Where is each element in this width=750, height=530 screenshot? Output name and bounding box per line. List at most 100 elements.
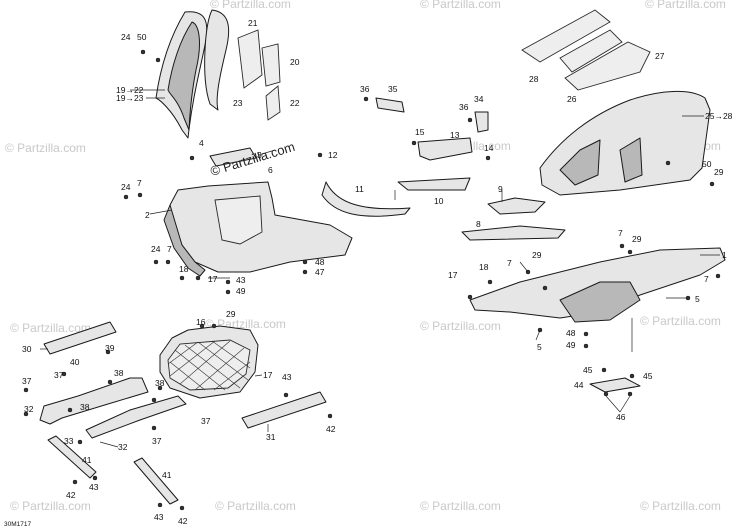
rail-31 <box>241 391 327 429</box>
bolt-icon <box>225 279 231 285</box>
callout-43: 43 <box>154 512 164 522</box>
bolt-icon <box>211 323 217 329</box>
front-grille-group <box>159 323 259 399</box>
bracket-group <box>363 96 566 241</box>
bolt-icon <box>302 269 308 275</box>
callout-50: 50 <box>702 159 712 169</box>
bolt-icon <box>140 49 146 55</box>
bolt-icon <box>151 397 157 403</box>
callout-48: 48 <box>566 328 576 338</box>
callout-7: 7 <box>704 274 709 284</box>
support-41a <box>47 435 97 479</box>
watermark-faint: © Partzilla.com <box>640 499 721 513</box>
leader-lines <box>40 115 720 448</box>
watermark-faint: © Partzilla.com <box>420 0 501 11</box>
rear-side-panel-group <box>521 9 715 196</box>
callout-21: 21 <box>248 18 258 28</box>
callout-30: 30 <box>22 344 32 354</box>
bolt-icon <box>327 413 333 419</box>
side-panel-group <box>130 9 281 139</box>
callout-34: 34 <box>474 94 484 104</box>
bracket-9 <box>487 197 546 215</box>
callout-43: 43 <box>282 372 292 382</box>
callout-35: 35 <box>388 84 398 94</box>
bolt-icon <box>72 479 78 485</box>
decal-20 <box>261 43 281 87</box>
bolt-icon <box>627 249 633 255</box>
callout-16: 16 <box>196 317 206 327</box>
callout-38: 38 <box>114 368 124 378</box>
bolt-icon <box>467 117 473 123</box>
callout-3: 3 <box>257 150 262 160</box>
fender-11 <box>321 181 411 217</box>
bolt-icon <box>467 294 473 300</box>
bolt-icon <box>709 181 715 187</box>
watermark-faint: © Partzilla.com <box>645 0 726 11</box>
callout-46: 46 <box>616 412 626 422</box>
bracket-35 <box>375 97 405 113</box>
watermark-faint: © Partzilla.com <box>10 499 91 513</box>
callout-13: 13 <box>450 130 460 140</box>
bolt-icon <box>155 57 161 63</box>
callout-11: 11 <box>355 184 364 194</box>
bolt-icon <box>363 96 369 102</box>
bolt-icon <box>485 155 491 161</box>
bolt-icon <box>195 275 201 281</box>
bolt-icon <box>179 505 185 511</box>
callout-47: 47 <box>315 267 325 277</box>
bolt-icon <box>619 243 625 249</box>
floor-pan-group <box>123 147 353 295</box>
watermark-faint: © Partzilla.com <box>215 499 296 513</box>
callout-24: 24 <box>151 244 161 254</box>
bolt-icon <box>157 502 163 508</box>
callout-7: 7 <box>167 244 172 254</box>
callout-18: 18 <box>479 262 489 272</box>
callout-5: 5 <box>695 294 700 304</box>
rear-side-panel-slot <box>619 137 643 183</box>
decal-22 <box>265 85 281 121</box>
callout-44: 44 <box>574 380 584 390</box>
bolt-icon <box>23 411 29 417</box>
bracket-13 <box>417 137 473 161</box>
callout-29: 29 <box>226 309 236 319</box>
decal-28 <box>521 9 611 63</box>
callout-37: 37 <box>22 376 32 386</box>
callout-33: 33 <box>64 436 74 446</box>
callout-43: 43 <box>89 482 99 492</box>
bolt-icon <box>189 155 195 161</box>
bumper-32b <box>85 395 187 439</box>
callout-17: 17 <box>263 370 273 380</box>
bolt-icon <box>157 385 163 391</box>
callout-48: 48 <box>315 257 325 267</box>
bolt-icon <box>283 392 289 398</box>
callout-50: 50 <box>137 32 147 42</box>
bolt-icon <box>627 391 633 397</box>
trim-10 <box>397 177 471 191</box>
bolt-icon <box>179 275 185 281</box>
bolt-icon <box>317 152 323 158</box>
callout-37: 37 <box>54 370 64 380</box>
bracket-34 <box>474 111 489 133</box>
watermark-faint: © Partzilla.com <box>10 321 91 335</box>
floor-pan-tunnel <box>214 195 263 245</box>
callout-37: 37 <box>201 416 211 426</box>
callout-26: 26 <box>567 94 577 104</box>
callout-45: 45 <box>583 365 593 375</box>
floor-pan-side <box>163 204 206 277</box>
bolt-icon <box>23 387 29 393</box>
callout-23: 23 <box>233 98 243 108</box>
callout-38: 38 <box>155 378 165 388</box>
bolt-icon <box>92 475 98 481</box>
callout-labels: 24 50 19→22 19→23 21 20 22 23 4 3 12 6 2… <box>22 18 733 526</box>
callout-8: 8 <box>476 219 481 229</box>
bumper-32 <box>39 377 149 425</box>
bolt-icon <box>165 259 171 265</box>
rear-side-panel-lower <box>559 139 601 186</box>
callout-41: 41 <box>162 470 172 480</box>
callout-19-23: 19→23 <box>116 93 144 103</box>
callout-49: 49 <box>566 340 576 350</box>
callout-39: 39 <box>105 343 115 353</box>
bumper-group <box>23 321 333 511</box>
callout-4: 4 <box>199 138 204 148</box>
callout-20: 20 <box>290 57 300 67</box>
